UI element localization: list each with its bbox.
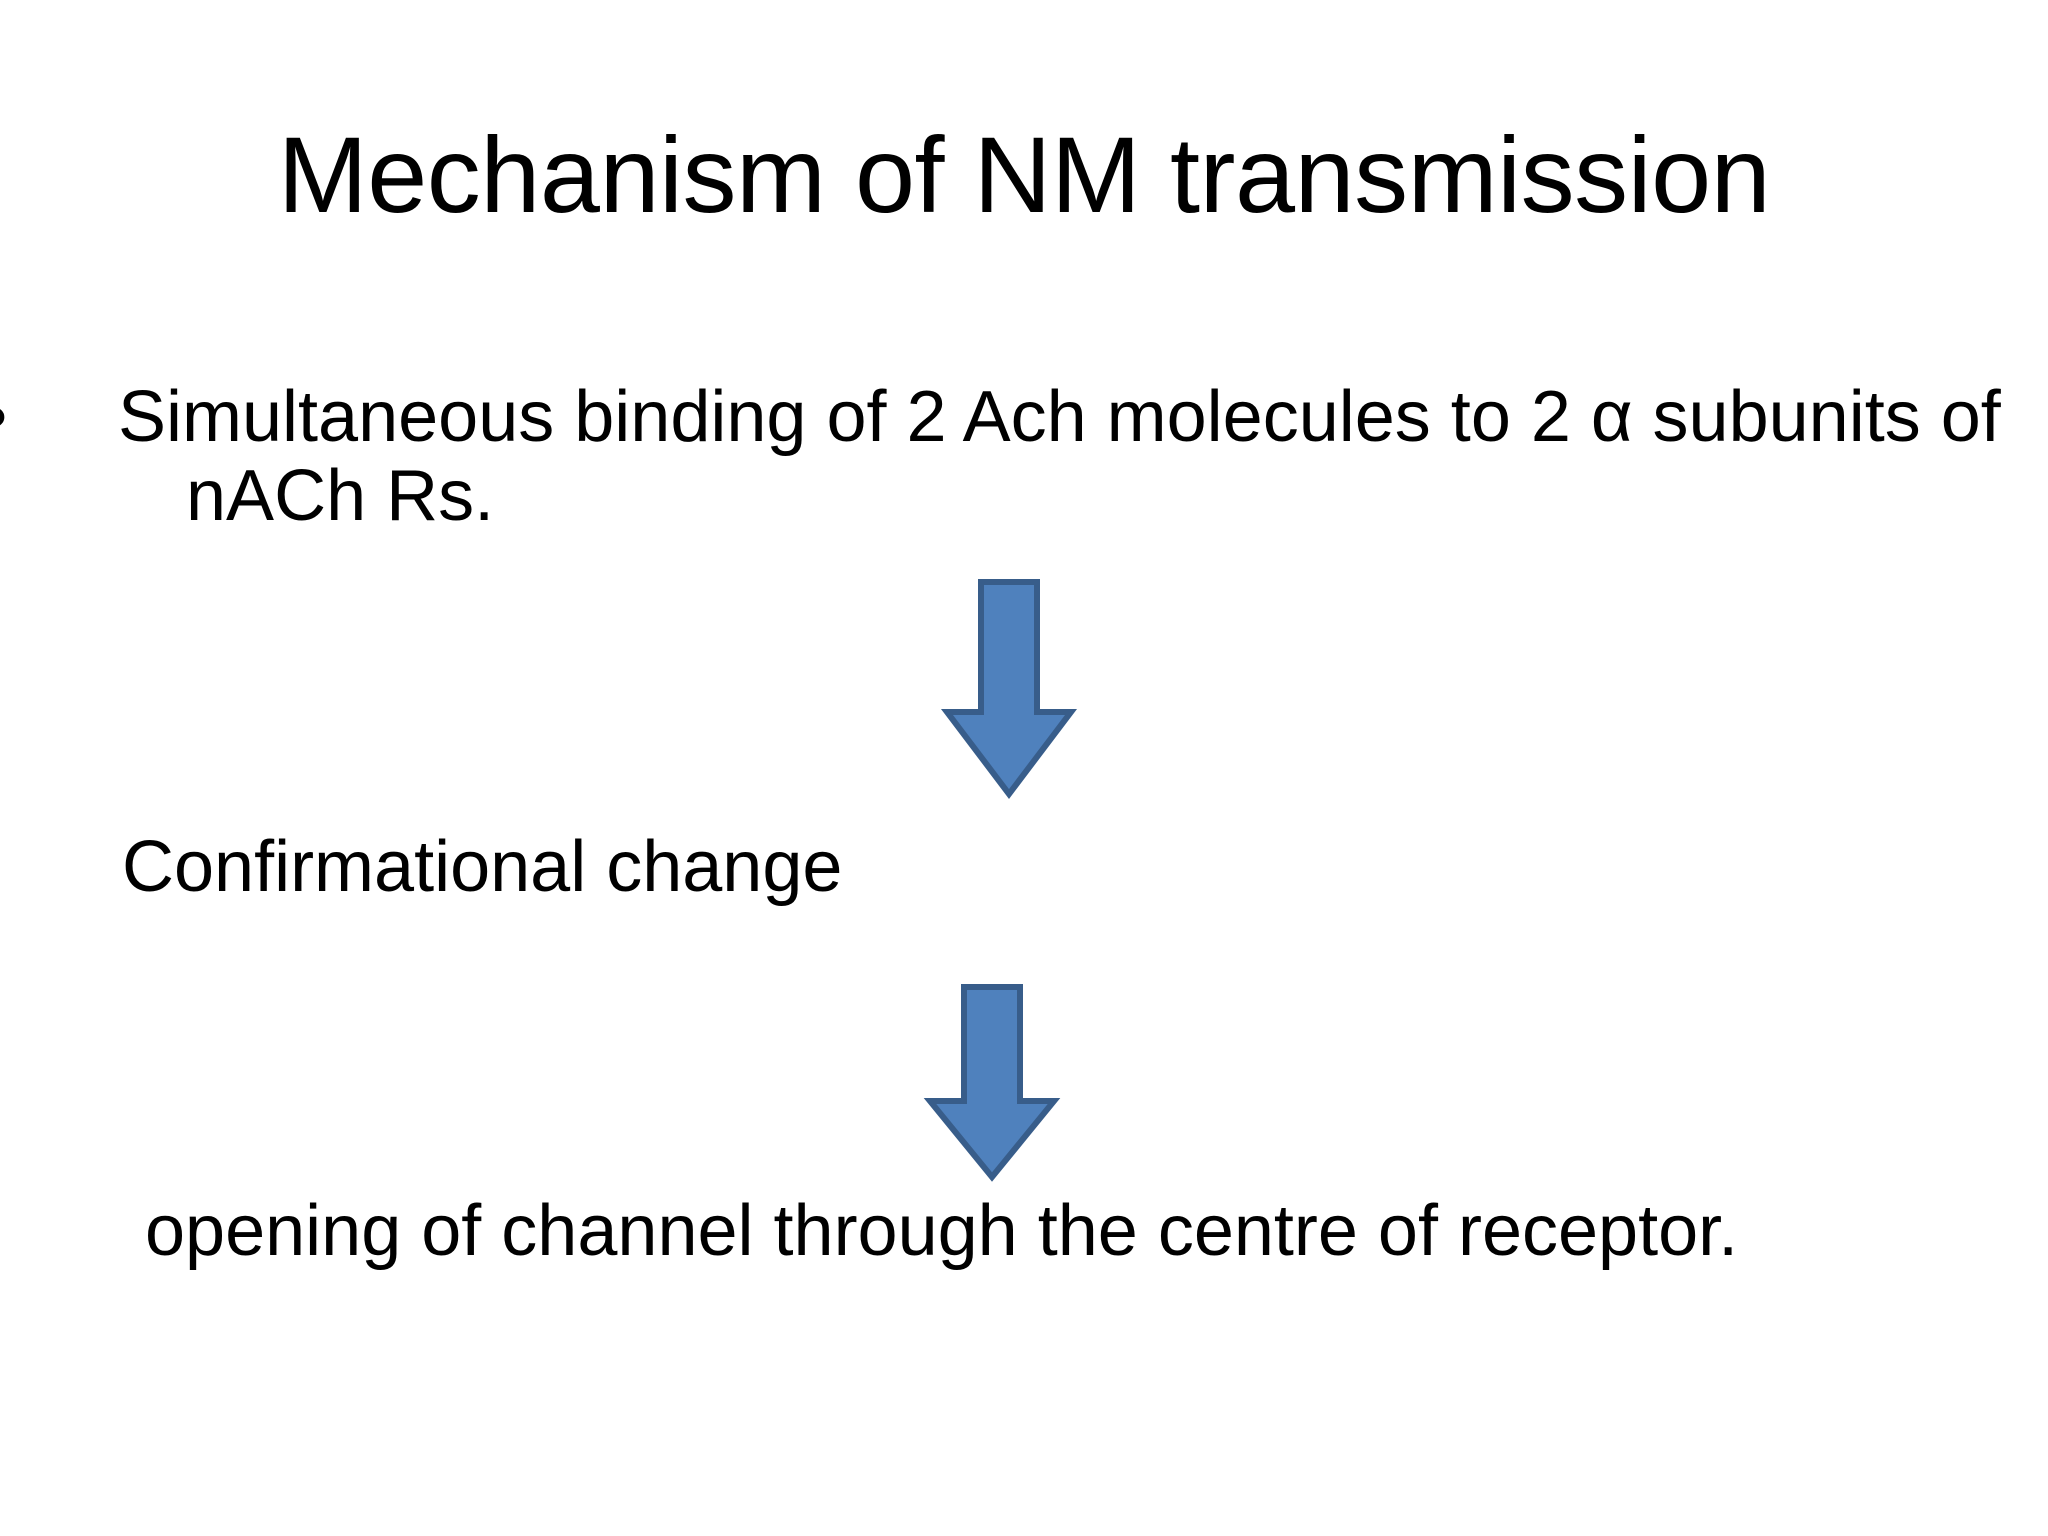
- down-arrow-2-shape: [923, 984, 1061, 1182]
- down-arrow-1-shape: [940, 579, 1078, 799]
- slide-title: Mechanism of NM transmission: [277, 114, 1771, 235]
- bullet-list-item: •Simultaneous binding of 2 Ach molecules…: [0, 377, 2026, 537]
- step-2-text: Confirmational change: [122, 827, 843, 907]
- bullet-marker-icon: •: [0, 381, 118, 453]
- bullet-item-text: Simultaneous binding of 2 Ach molecules …: [118, 377, 2001, 537]
- down-arrow-2-icon: [923, 984, 1061, 1182]
- down-arrow-1-icon: [940, 579, 1078, 799]
- step-3-text: opening of channel through the centre of…: [145, 1191, 1739, 1271]
